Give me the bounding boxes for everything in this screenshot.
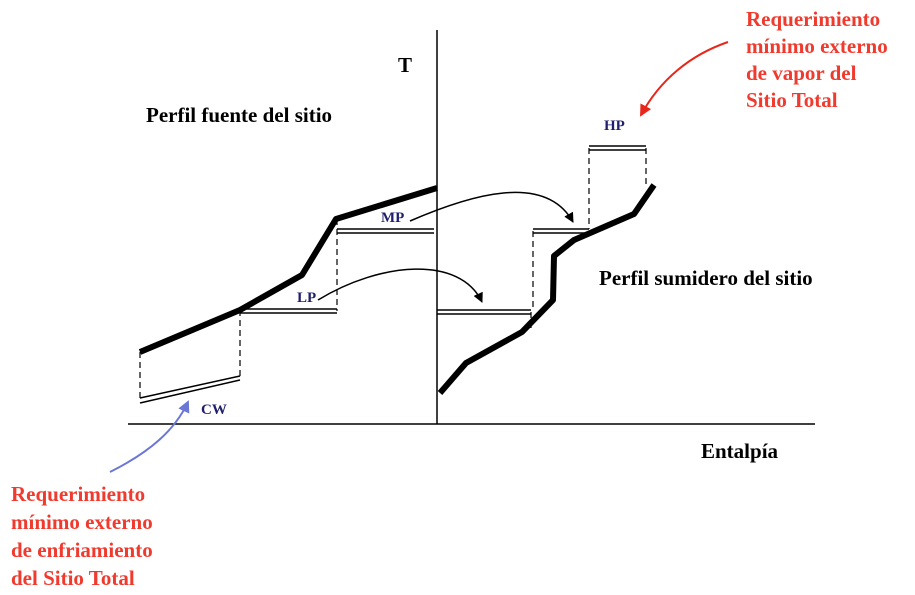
enthalpy-axis-label: Entalpía <box>701 439 779 463</box>
sink-profile-curve <box>437 183 657 395</box>
steam-note-line: Requerimiento <box>746 7 880 31</box>
temperature-axis-label: T <box>398 53 412 77</box>
cooling-requirement-note: Requerimiento mínimo externo de enfriami… <box>11 482 153 590</box>
source-cw-level <box>139 375 241 404</box>
mp-level-label: MP <box>381 210 404 226</box>
sink-profile-label: Perfil sumidero del sitio <box>599 266 813 290</box>
mp-transfer-arrow <box>409 191 574 223</box>
lp-transfer-arrow <box>317 268 483 303</box>
cooling-requirement-arrow <box>109 400 190 473</box>
steam-note-line: Sitio Total <box>746 88 838 112</box>
source-mp-level <box>337 228 434 234</box>
hp-level-label: HP <box>604 118 625 134</box>
cooling-note-line: del Sitio Total <box>11 566 135 590</box>
sink-lp-level <box>437 309 531 315</box>
steam-note-line: de vapor del <box>746 61 857 85</box>
steam-requirement-note: Requerimiento mínimo externo de vapor de… <box>746 7 888 112</box>
cooling-note-line: mínimo externo <box>11 510 153 534</box>
cooling-note-line: Requerimiento <box>11 482 145 506</box>
source-lp-level <box>240 308 337 314</box>
cw-level-label: CW <box>201 402 227 418</box>
steam-requirement-arrow <box>640 41 729 117</box>
source-profile-curve <box>138 185 438 355</box>
sink-mp-level <box>533 228 589 234</box>
cooling-note-line: de enfriamiento <box>11 538 153 562</box>
lp-level-label: LP <box>297 290 316 306</box>
source-profile-label: Perfil fuente del sitio <box>146 103 332 127</box>
steam-note-line: mínimo externo <box>746 34 888 58</box>
sink-hp-level <box>589 145 646 151</box>
